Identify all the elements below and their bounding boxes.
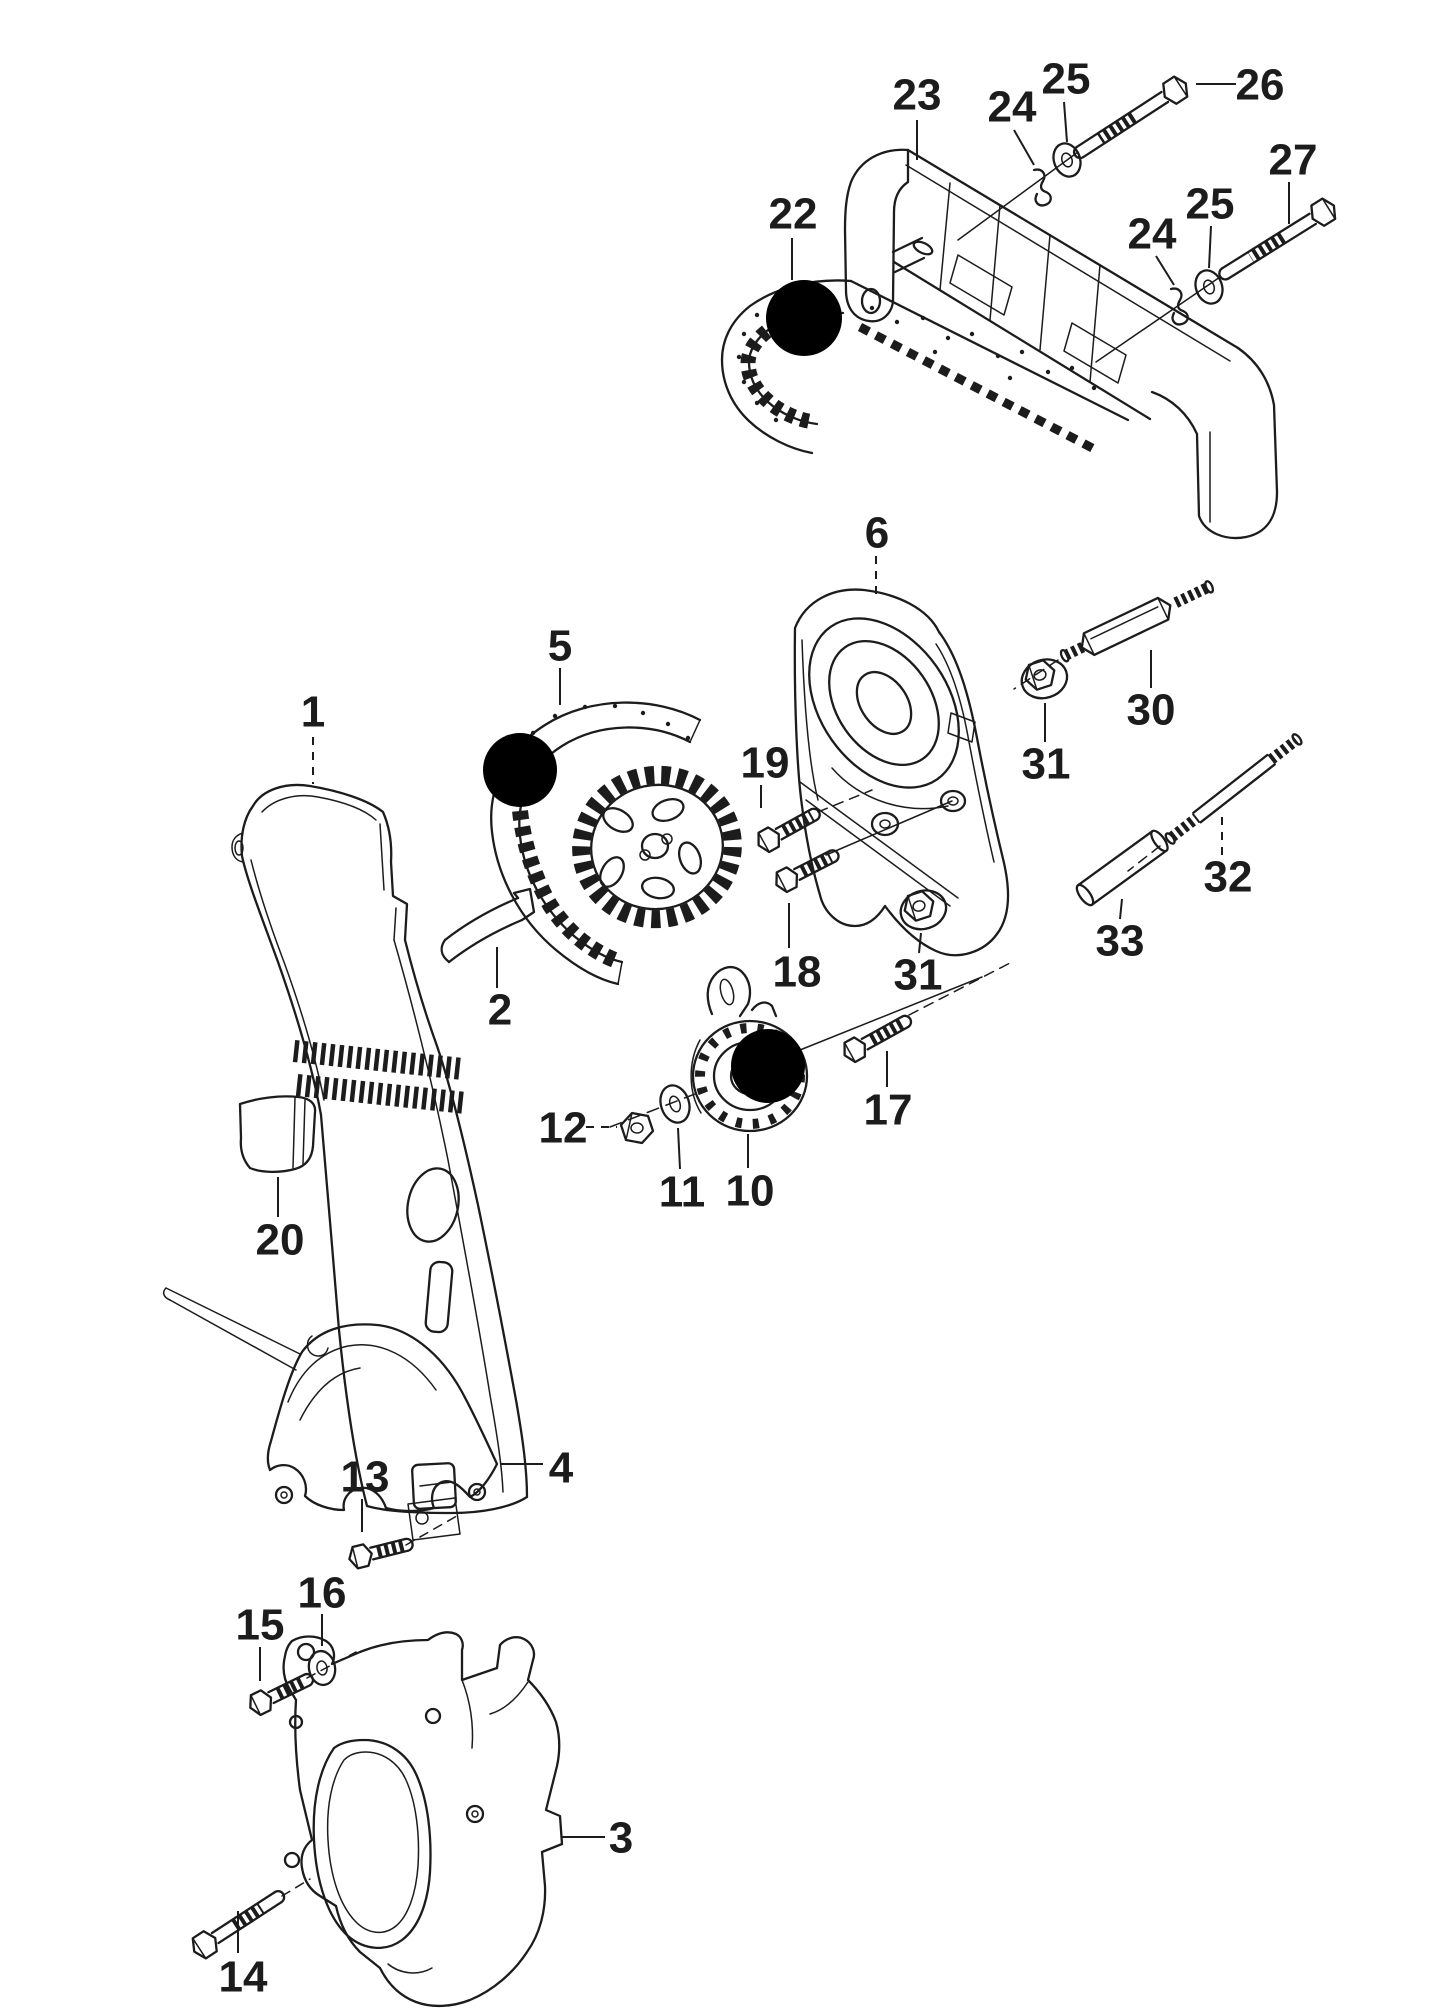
callout-label-23: 23 <box>893 71 942 120</box>
callout-label-5: 5 <box>548 622 572 671</box>
part-rear-belt-cover-6 <box>793 588 1010 957</box>
callout-label-32: 32 <box>1204 853 1253 902</box>
part-bolt-14 <box>191 1890 286 1960</box>
assembly-axis-13 <box>405 1512 463 1546</box>
part-nut-12 <box>619 1111 655 1145</box>
callout-label-11: 11 <box>659 1168 706 1217</box>
belt-teeth-band-upper <box>292 1040 465 1080</box>
part-nut-31-a <box>1020 658 1069 700</box>
belt-teeth-band-lower <box>295 1074 468 1114</box>
callout-label-24: 24 <box>988 83 1037 132</box>
part-lower-front-cover-4 <box>162 1287 499 1513</box>
callout-label-26: 26 <box>1236 61 1285 110</box>
callout-label-20: 20 <box>256 1216 305 1265</box>
obscured-marker-1 <box>766 280 842 356</box>
callout-leader-11 <box>677 1127 681 1170</box>
assembly-axis-18 <box>825 800 953 856</box>
part-bolt-15 <box>249 1672 315 1717</box>
callout-label-2: 2 <box>488 986 512 1035</box>
callout-label-12: 12 <box>539 1104 588 1153</box>
part-clip-24-b <box>1169 287 1189 326</box>
assembly-axis-12-11-10 <box>609 1091 701 1128</box>
part-front-belt-cover-1 <box>231 783 529 1515</box>
assembly-axis-10-cover <box>799 976 983 1051</box>
callout-label-31: 31 <box>894 951 943 1000</box>
callout-leader-25 <box>1208 225 1212 269</box>
part-camshaft-sprocket <box>572 765 742 929</box>
callout-label-17: 17 <box>864 1086 913 1135</box>
part-upper-cover-bracket-23 <box>843 148 1279 540</box>
part-lower-rear-cover-3 <box>282 1631 564 2008</box>
callout-label-33: 33 <box>1096 917 1145 966</box>
callout-label-16: 16 <box>298 1569 347 1618</box>
part-bolt-17 <box>843 1014 913 1064</box>
assembly-axis-17 <box>908 962 1011 1016</box>
part-spacer-sleeve-33 <box>1075 829 1169 907</box>
callout-label-31: 31 <box>1022 740 1071 789</box>
part-bolt-13 <box>348 1537 414 1570</box>
callout-label-22: 22 <box>769 190 818 239</box>
callout-label-30: 30 <box>1127 686 1176 735</box>
assembly-axis-19 <box>817 789 873 813</box>
obscured-marker-2 <box>483 733 557 807</box>
callout-label-6: 6 <box>865 509 889 558</box>
part-cover-clip-20 <box>238 1095 317 1174</box>
callout-label-15: 15 <box>236 1601 285 1650</box>
callout-label-18: 18 <box>773 948 822 997</box>
callout-leader-25 <box>1063 101 1068 143</box>
callout-leader-24 <box>1013 129 1035 166</box>
part-bolt-19 <box>757 807 821 854</box>
assembly-axis-26 <box>957 151 1079 241</box>
callout-label-4: 4 <box>549 1444 574 1493</box>
callout-leader-31 <box>918 932 922 954</box>
part-washer-11 <box>659 1084 691 1124</box>
part-washer-25-b <box>1194 269 1224 305</box>
part-stud-30 <box>1059 580 1215 663</box>
part-washer-25-a <box>1052 142 1082 178</box>
obscured-marker-layer <box>483 280 842 1103</box>
part-timing-belt-5 <box>490 701 702 986</box>
callout-label-25: 25 <box>1042 55 1091 104</box>
callout-label-24: 24 <box>1128 210 1177 259</box>
part-clip-24-a <box>1032 168 1052 207</box>
assembly-axis-27 <box>1095 276 1221 363</box>
callout-label-14: 14 <box>219 1953 268 2002</box>
assembly-axis-15 <box>306 1651 357 1679</box>
callout-label-1: 1 <box>301 688 325 737</box>
obscured-marker-3 <box>731 1029 805 1103</box>
part-belt-guide-2 <box>440 887 536 964</box>
callout-label-10: 10 <box>726 1167 775 1216</box>
callout-label-25: 25 <box>1186 180 1235 229</box>
cover-link-tab <box>407 1497 461 1541</box>
part-nut-31-b <box>899 889 948 931</box>
part-bolt-18 <box>775 849 840 894</box>
callout-leader-33 <box>1119 898 1123 920</box>
callout-label-19: 19 <box>741 739 790 788</box>
assembly-axis-14 <box>281 1878 311 1897</box>
callout-label-27: 27 <box>1269 136 1318 185</box>
assembly-axis-32 <box>1127 845 1161 872</box>
part-stud-32 <box>1164 733 1303 845</box>
callout-label-13: 13 <box>341 1453 390 1502</box>
callout-label-3: 3 <box>609 1814 633 1863</box>
callout-leader-24 <box>1155 255 1175 286</box>
